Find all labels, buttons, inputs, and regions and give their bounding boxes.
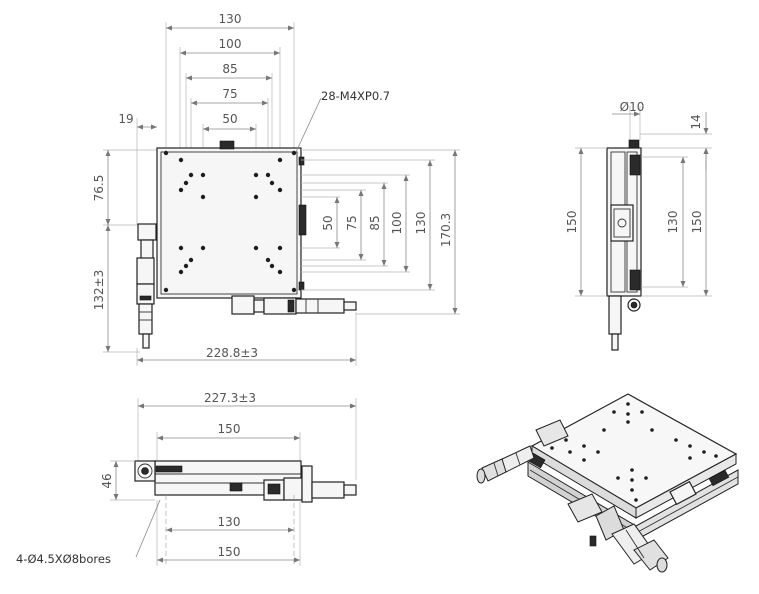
dim-85: 85 xyxy=(222,62,237,76)
dim-r100: 100 xyxy=(390,212,404,235)
top-plate xyxy=(156,147,302,299)
dim-76-5: 76.5 xyxy=(92,175,106,202)
top-view-right-extensions xyxy=(301,149,460,315)
dim-side150-right: 150 xyxy=(690,211,704,234)
dim-r170: 170.3 xyxy=(439,213,453,247)
dim-14: 14 xyxy=(689,114,703,129)
dim-side130: 130 xyxy=(666,211,680,234)
iso-micrometer-left xyxy=(476,419,569,484)
dim-dia10: Ø10 xyxy=(620,100,645,114)
dim-19: 19 xyxy=(118,112,133,126)
isometric-view xyxy=(476,393,739,573)
dim-r85: 85 xyxy=(368,215,382,230)
micrometer-left xyxy=(136,223,157,349)
micrometer-bottom xyxy=(231,295,357,315)
iso-holes xyxy=(550,402,718,502)
dim-r75: 75 xyxy=(345,215,359,230)
dim-228: 228.8±3 xyxy=(206,346,258,360)
side-view: Ø10 14 150 130 150 xyxy=(565,100,712,351)
tapped-holes xyxy=(163,150,297,293)
dim-side150-left: 150 xyxy=(565,211,579,234)
dim-75: 75 xyxy=(222,87,237,101)
dim-132: 132±3 xyxy=(92,270,106,311)
top-view: 130 100 85 75 50 19 76.5 132±3 xyxy=(92,12,460,366)
dim-front150-bottom: 150 xyxy=(218,545,241,559)
dim-r130: 130 xyxy=(414,212,428,235)
tap-note: 28-M4XP0.7 xyxy=(321,89,390,103)
bore-note-leader xyxy=(135,499,161,558)
iso-micrometer-bottom xyxy=(567,493,669,573)
dim-front150-top: 150 xyxy=(218,422,241,436)
tap-note-leader xyxy=(295,97,322,153)
front-view: 227.3±3 150 46 130 150 xyxy=(16,391,357,566)
dim-front130: 130 xyxy=(218,515,241,529)
dim-130: 130 xyxy=(219,12,242,26)
dim-46: 46 xyxy=(100,473,114,488)
bore-note: 4-Ø4.5XØ8bores xyxy=(16,552,111,566)
top-view-extension-lines xyxy=(165,22,295,175)
dim-50: 50 xyxy=(222,112,237,126)
dim-100: 100 xyxy=(219,37,242,51)
dim-r50: 50 xyxy=(321,215,335,230)
dim-227: 227.3±3 xyxy=(204,391,256,405)
